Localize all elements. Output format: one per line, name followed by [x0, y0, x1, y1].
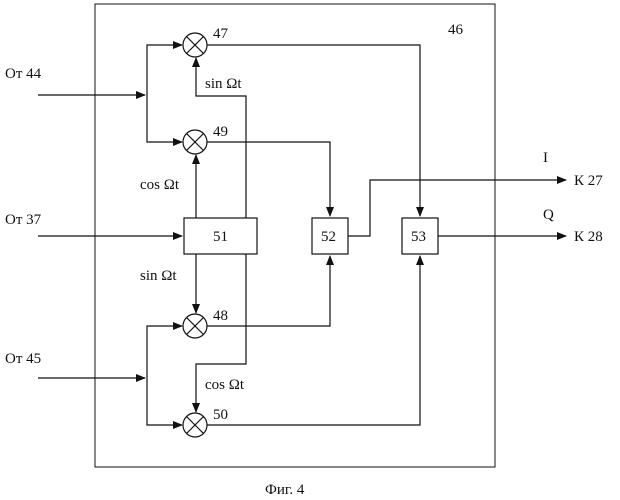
mixer-48-label: 48	[213, 308, 228, 324]
carrier-cos-bottom-label: cos Ωt	[205, 377, 245, 393]
mixer-49-label: 49	[213, 124, 228, 140]
output-to-27-label: К 27	[574, 173, 603, 189]
box-52-label: 52	[321, 229, 336, 245]
carrier-sin-bottom-label: sin Ωt	[140, 268, 177, 284]
wire-49-to-52	[207, 142, 330, 216]
wire-52-to-27	[348, 180, 566, 236]
block-46-label: 46	[448, 22, 464, 38]
wire-split-44-to-49	[147, 95, 182, 142]
mixer-47-label: 47	[213, 26, 229, 42]
output-to-28-label: К 28	[574, 229, 603, 245]
figure-caption: Фиг. 4	[265, 482, 305, 498]
wire-split-45-to-48	[147, 326, 182, 378]
wire-50-to-53	[207, 256, 420, 425]
carrier-cos-top-label: cos Ωt	[140, 177, 180, 193]
input-from-37-label: От 37	[5, 212, 42, 228]
mixer-50-label: 50	[213, 407, 228, 423]
output-i-label: I	[543, 150, 548, 166]
wire-47-to-53	[207, 45, 420, 216]
wire-split-44-to-47	[147, 45, 182, 95]
mixer-48	[183, 314, 207, 338]
mixer-50	[183, 413, 207, 437]
carrier-sin-top-label: sin Ωt	[205, 76, 242, 92]
box-51-label: 51	[213, 229, 228, 245]
input-from-45-label: От 45	[5, 351, 41, 367]
input-from-44-label: От 44	[5, 66, 42, 82]
box-53-label: 53	[411, 229, 426, 245]
wire-split-45-to-50	[147, 378, 182, 425]
output-q-label: Q	[543, 207, 554, 223]
mixer-49	[183, 130, 207, 154]
mixer-47	[183, 33, 207, 57]
